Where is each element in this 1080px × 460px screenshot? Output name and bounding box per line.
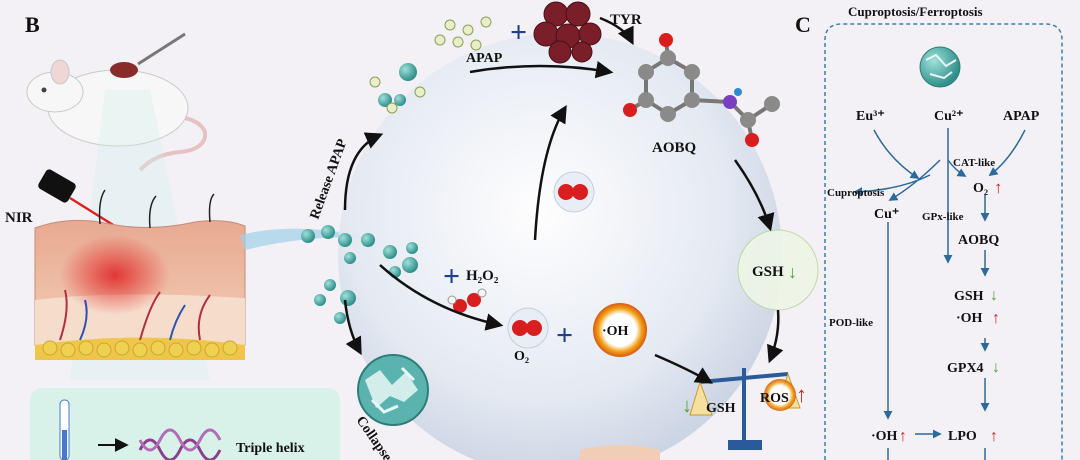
oh-c-label: ·OH bbox=[956, 311, 983, 326]
aobq-label: AOBQ bbox=[652, 140, 697, 156]
cu2-label: Cu²⁺ bbox=[934, 109, 963, 124]
o2-molecule bbox=[507, 307, 549, 349]
lpo-up-arrow-icon: ↑ bbox=[990, 428, 998, 445]
gsh-c-down-arrow-icon: ↓ bbox=[990, 287, 998, 304]
plus-sign-h2o2: + bbox=[443, 260, 460, 293]
cat-like-label: CAT-like bbox=[953, 157, 995, 169]
mouse-illustration bbox=[26, 32, 207, 172]
process-arrows bbox=[343, 16, 784, 384]
nir-label: NIR bbox=[5, 210, 33, 226]
scale-gsh-down-arrow-icon: ↓ bbox=[682, 395, 692, 417]
triple-helix-label: Triple helix bbox=[236, 441, 305, 456]
o2-c-label: O₂ bbox=[973, 181, 988, 196]
h2o2-molecule bbox=[447, 288, 487, 313]
oh-label: ·OH bbox=[602, 324, 629, 339]
panel-c-nanoparticle-texture bbox=[925, 53, 957, 80]
o2-molecule-bubble bbox=[553, 171, 595, 213]
h2o2-label: H₂O₂ bbox=[466, 268, 499, 284]
gpx-like-label: GPx-like bbox=[922, 211, 964, 223]
o2-up-arrow-icon: ↑ bbox=[994, 178, 1003, 197]
gpx4-label: GPX4 bbox=[947, 361, 984, 376]
central-bubble bbox=[338, 33, 782, 460]
collapsed-nanoparticle bbox=[357, 354, 429, 426]
aobq-molecule bbox=[623, 33, 780, 147]
aobq-c-label: AOBQ bbox=[958, 233, 999, 248]
eu-label: Eu³⁺ bbox=[856, 109, 885, 124]
panel-c-flow-arrows bbox=[853, 128, 1026, 460]
plus-sign-oh: + bbox=[556, 319, 573, 352]
apap-label: APAP bbox=[466, 51, 503, 66]
oh-c-up-arrow-icon: ↑ bbox=[992, 310, 1000, 327]
apap-particles bbox=[369, 16, 492, 114]
gsh-c-label: GSH bbox=[954, 289, 984, 304]
nanoparticle-cluster bbox=[301, 63, 418, 324]
tyrosinase-cluster bbox=[533, 1, 602, 64]
plus-sign-top: + bbox=[510, 16, 527, 49]
gpx4-down-arrow-icon: ↓ bbox=[992, 359, 1000, 376]
cu-plus-label: Cu⁺ bbox=[874, 207, 899, 222]
tyr-label: TYR bbox=[610, 12, 642, 28]
skin-tissue-illustration bbox=[34, 189, 246, 360]
panel-c-nanoparticle bbox=[919, 46, 961, 88]
o2-label: O₂ bbox=[514, 349, 529, 364]
panel-c-border bbox=[824, 23, 1063, 460]
hydroxyl-radical-ring bbox=[593, 303, 647, 357]
nir-laser-icon bbox=[38, 169, 119, 230]
skin-fragment bbox=[580, 445, 660, 460]
triple-helix-inset bbox=[30, 388, 340, 460]
ros-label: ROS bbox=[760, 391, 789, 406]
apap-c-label: APAP bbox=[1003, 109, 1040, 124]
panel-c-label: C bbox=[795, 12, 811, 37]
cuproptosis-label: Cuproptosis bbox=[827, 187, 885, 199]
panel-c-title: Cuproptosis/Ferroptosis bbox=[848, 4, 983, 19]
scale-gsh-label: GSH bbox=[706, 401, 736, 416]
balance-scale-icon bbox=[689, 368, 801, 450]
oh2-up-arrow-icon: ↑ bbox=[899, 428, 907, 445]
lpo-label: LPO bbox=[948, 429, 977, 444]
panel-b-label: B bbox=[25, 12, 40, 37]
pod-like-label: POD-like bbox=[829, 317, 873, 329]
gsh-label: GSH bbox=[752, 264, 784, 280]
ros-up-arrow-icon: ↑ bbox=[796, 382, 807, 407]
oh2-label: ·OH bbox=[871, 429, 898, 444]
gsh-down-arrow-icon: ↓ bbox=[788, 262, 797, 282]
